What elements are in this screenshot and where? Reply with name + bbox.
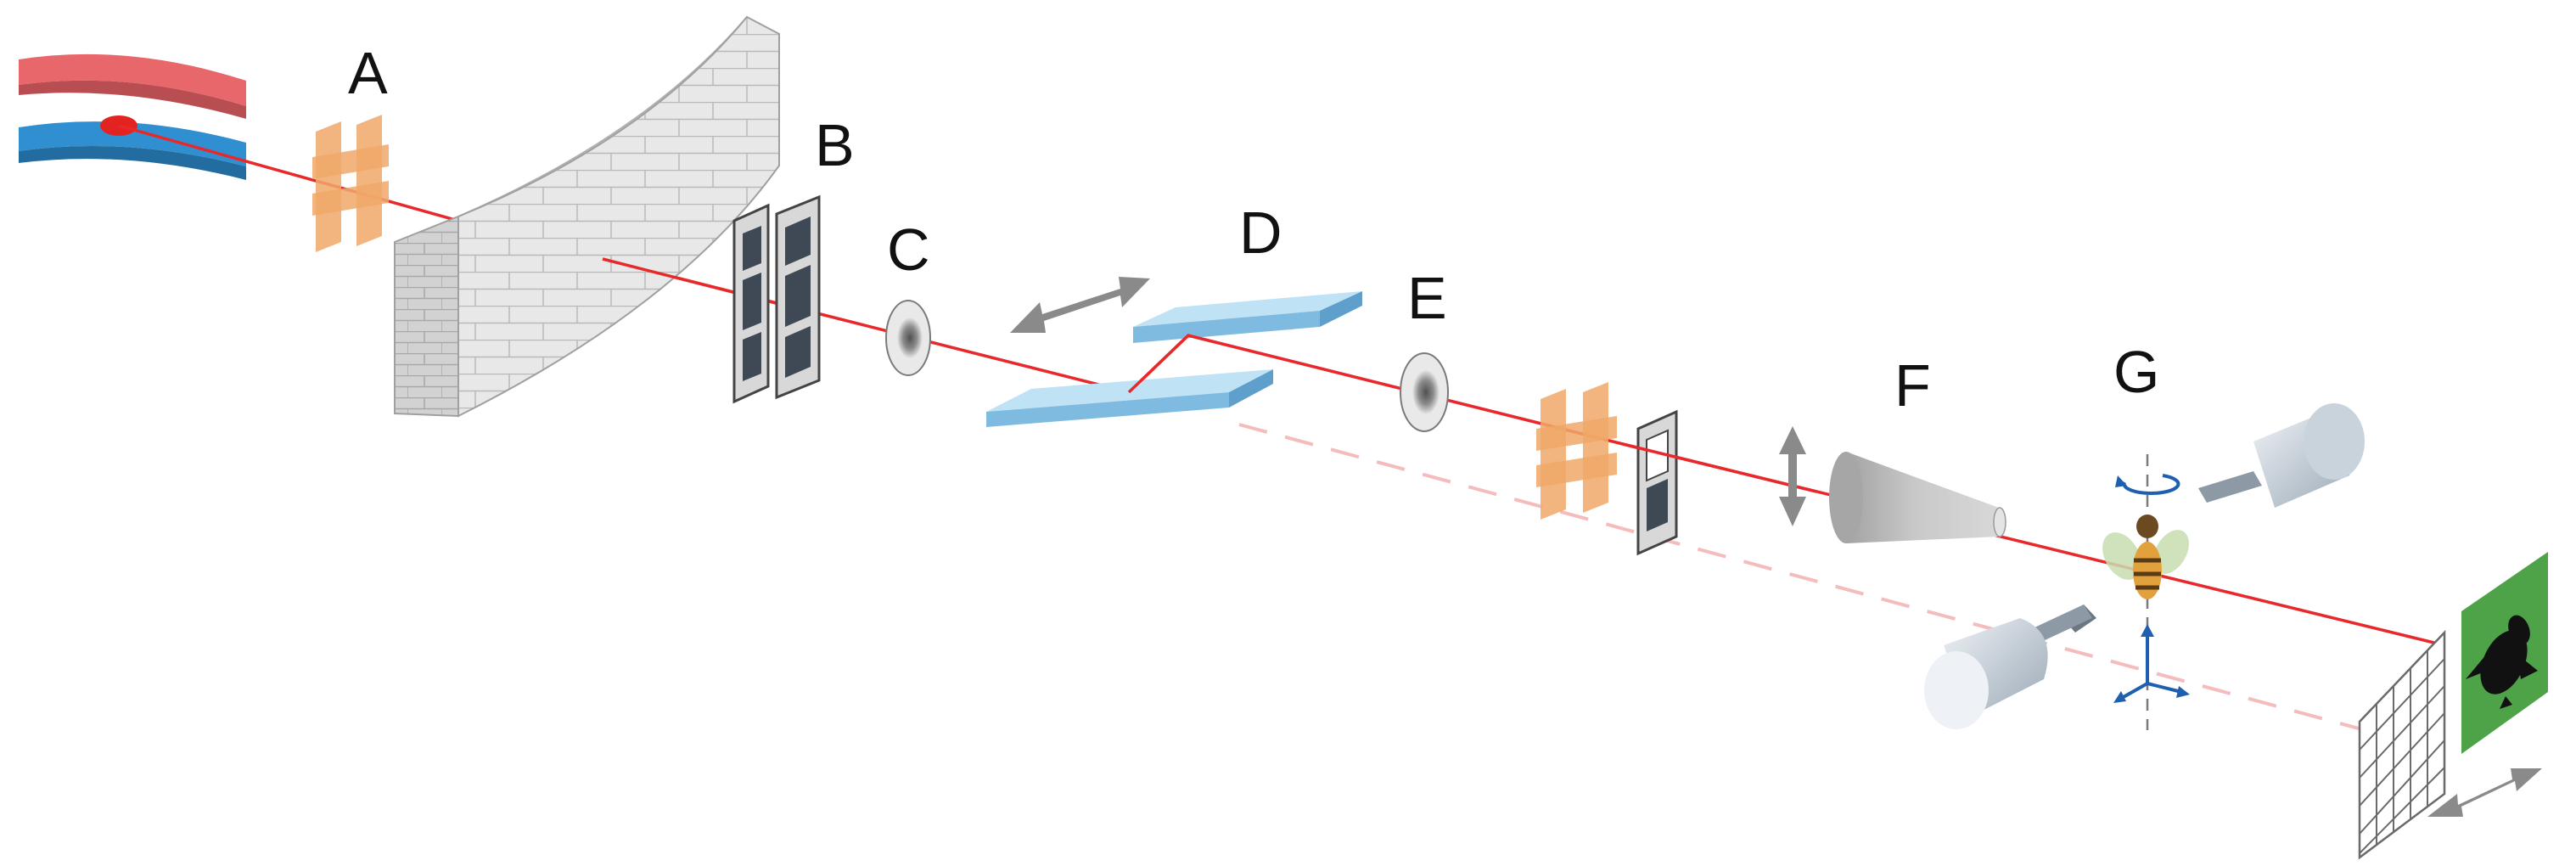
rotation-arrow-icon	[2115, 474, 2180, 495]
camera-detector-upper	[2198, 403, 2365, 508]
camera-detector-lower	[1924, 605, 2096, 729]
focusing-optic-f	[1829, 452, 2006, 543]
label-a: A	[348, 40, 388, 106]
bee-icon	[2102, 515, 2189, 599]
detector-screen	[2461, 552, 2548, 754]
aperture-e	[1400, 352, 1449, 432]
undulator-source	[19, 53, 246, 180]
dashed-beam-path	[1238, 423, 2428, 749]
label-d: D	[1239, 200, 1282, 266]
mirrors-d	[986, 291, 1362, 427]
detector-double-arrow-icon	[2427, 768, 2542, 817]
label-e: E	[1407, 265, 1447, 331]
shielding-wall	[394, 15, 781, 418]
label-c: C	[887, 216, 930, 283]
grid-detector	[2358, 629, 2446, 860]
double-arrow-icon	[1010, 277, 1150, 333]
aperture-c	[885, 300, 931, 376]
slits-a	[312, 115, 389, 252]
shutter-b	[732, 194, 821, 404]
fly-icon	[2466, 615, 2538, 709]
label-b: B	[815, 112, 855, 178]
shutter-2	[1636, 409, 1678, 556]
label-g: G	[2113, 339, 2159, 405]
label-f: F	[1894, 352, 1931, 419]
beam-over-mirrors	[1127, 334, 1630, 447]
beam-through-shutter	[1629, 444, 1817, 493]
vertical-double-arrow-icon	[1779, 426, 1806, 526]
xyz-axes-icon	[2113, 624, 2190, 703]
slits-2	[1536, 382, 1617, 520]
